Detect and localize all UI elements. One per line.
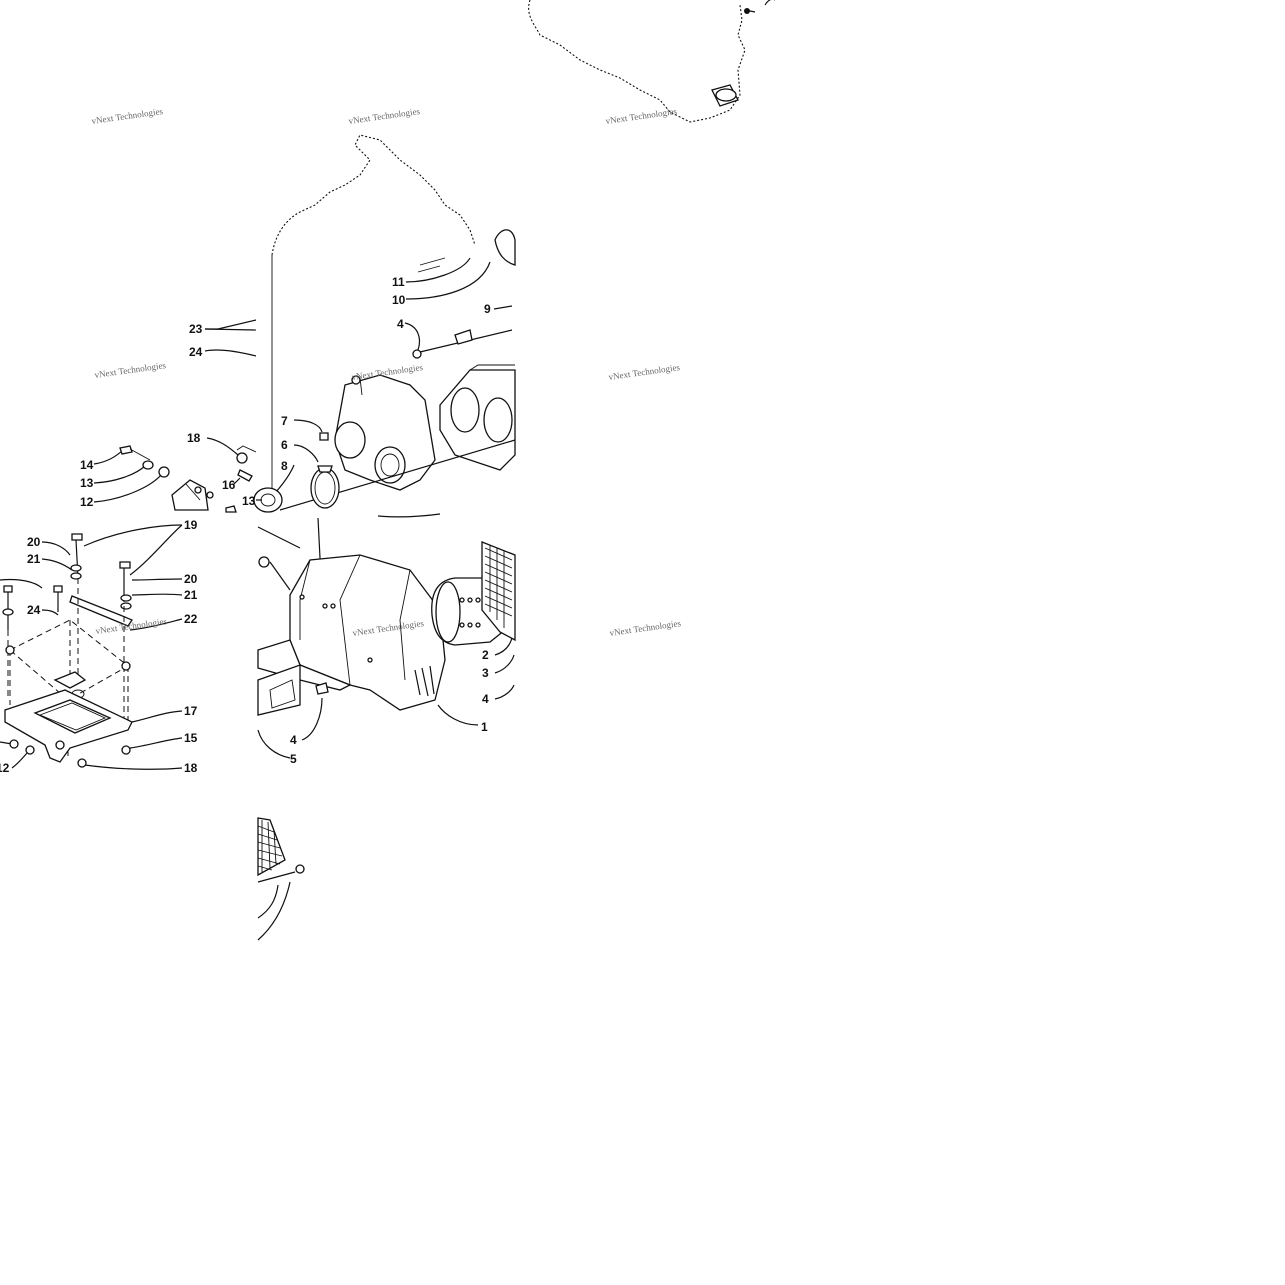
engine-outline-top-fragment <box>528 0 775 123</box>
callout-13-right: 13 <box>242 494 256 508</box>
callout-10: 10 <box>392 293 406 307</box>
callout-17: 17 <box>184 704 198 718</box>
callout-12-partial: 12 <box>0 761 10 775</box>
callout-4: 4 <box>482 692 489 706</box>
lower-screen-fragment <box>257 817 305 941</box>
callout-15: 15 <box>184 731 198 745</box>
callout-13: 13 <box>80 476 94 490</box>
callout-18: 18 <box>184 761 198 775</box>
callout-23: 23 <box>189 322 203 336</box>
callout-7: 7 <box>281 414 288 428</box>
callout-4: 4 <box>397 317 404 331</box>
engine-assembly-tile <box>93 134 516 518</box>
mounting-plate-tile <box>0 524 183 770</box>
watermark: vNext Technologies <box>608 362 681 382</box>
callout-16: 16 <box>222 478 236 492</box>
watermark: vNext Technologies <box>95 616 168 636</box>
callout-1: 1 <box>481 720 488 734</box>
callout-2: 2 <box>482 648 489 662</box>
callout-19: 19 <box>184 518 198 532</box>
callout-11: 11 <box>392 275 405 289</box>
callout-9: 9 <box>484 302 491 316</box>
callout-6: 6 <box>281 438 288 452</box>
callout-20-right: 20 <box>184 572 198 586</box>
callout-4-lower: 4 <box>290 733 297 747</box>
watermark: vNext Technologies <box>348 106 421 126</box>
callout-8: 8 <box>281 459 288 473</box>
callout-24: 24 <box>27 603 41 617</box>
watermark: vNext Technologies <box>609 618 682 638</box>
callout-5: 5 <box>290 752 297 766</box>
callout-14: 14 <box>80 458 94 472</box>
watermark: vNext Technologies <box>94 360 167 380</box>
watermark: vNext Technologies <box>605 106 678 126</box>
callout-22: 22 <box>184 612 198 626</box>
callout-3: 3 <box>482 666 489 680</box>
callout-18: 18 <box>187 431 201 445</box>
callout-20-left: 20 <box>27 535 41 549</box>
callout-21-left: 21 <box>27 552 41 566</box>
callout-24: 24 <box>189 345 203 359</box>
air-box-housing-tile <box>257 517 516 759</box>
callout-21-right: 21 <box>184 588 198 602</box>
watermark: vNext Technologies <box>91 106 164 126</box>
callout-12: 12 <box>80 495 94 509</box>
